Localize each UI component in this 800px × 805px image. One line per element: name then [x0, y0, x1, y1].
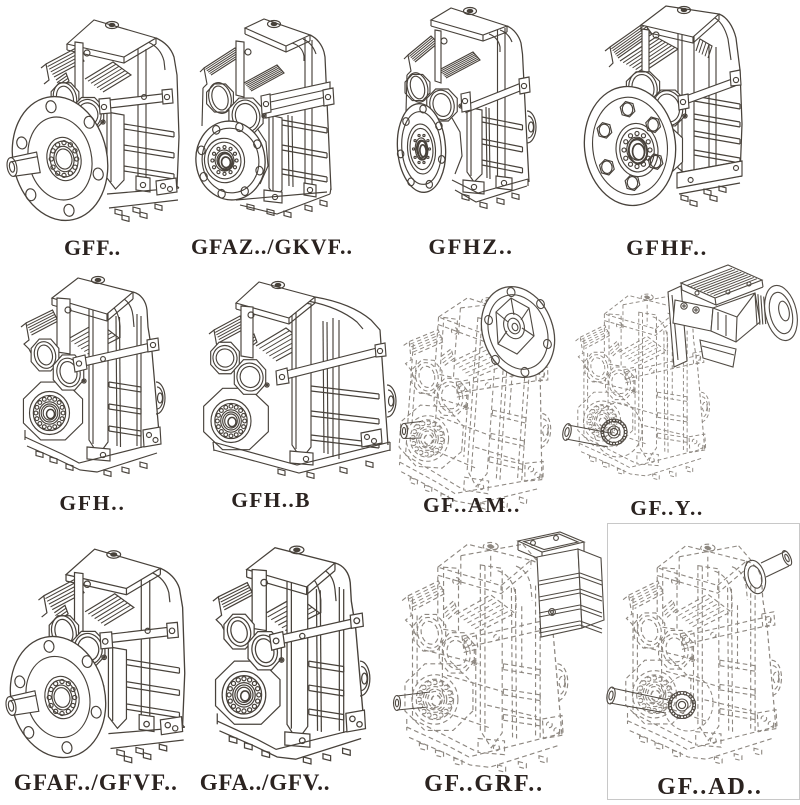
- svg-text:GFAZ../GKVF..: GFAZ../GKVF..: [191, 234, 353, 259]
- svg-text:GFF..: GFF..: [64, 235, 121, 260]
- svg-text:GFH..: GFH..: [59, 491, 125, 515]
- svg-text:GFA../GFV..: GFA../GFV..: [200, 770, 331, 795]
- svg-text:GFH..B: GFH..B: [231, 488, 310, 512]
- svg-text:GFAF../GFVF..: GFAF../GFVF..: [14, 770, 178, 795]
- svg-text:GF..Y..: GF..Y..: [630, 496, 703, 520]
- svg-text:GF..AD..: GF..AD..: [657, 774, 763, 800]
- svg-text:GFHZ..: GFHZ..: [428, 234, 513, 259]
- svg-text:GF..GRF..: GF..GRF..: [424, 771, 544, 797]
- svg-text:GF..AM..: GF..AM..: [423, 493, 521, 517]
- svg-text:GFHF..: GFHF..: [626, 235, 708, 260]
